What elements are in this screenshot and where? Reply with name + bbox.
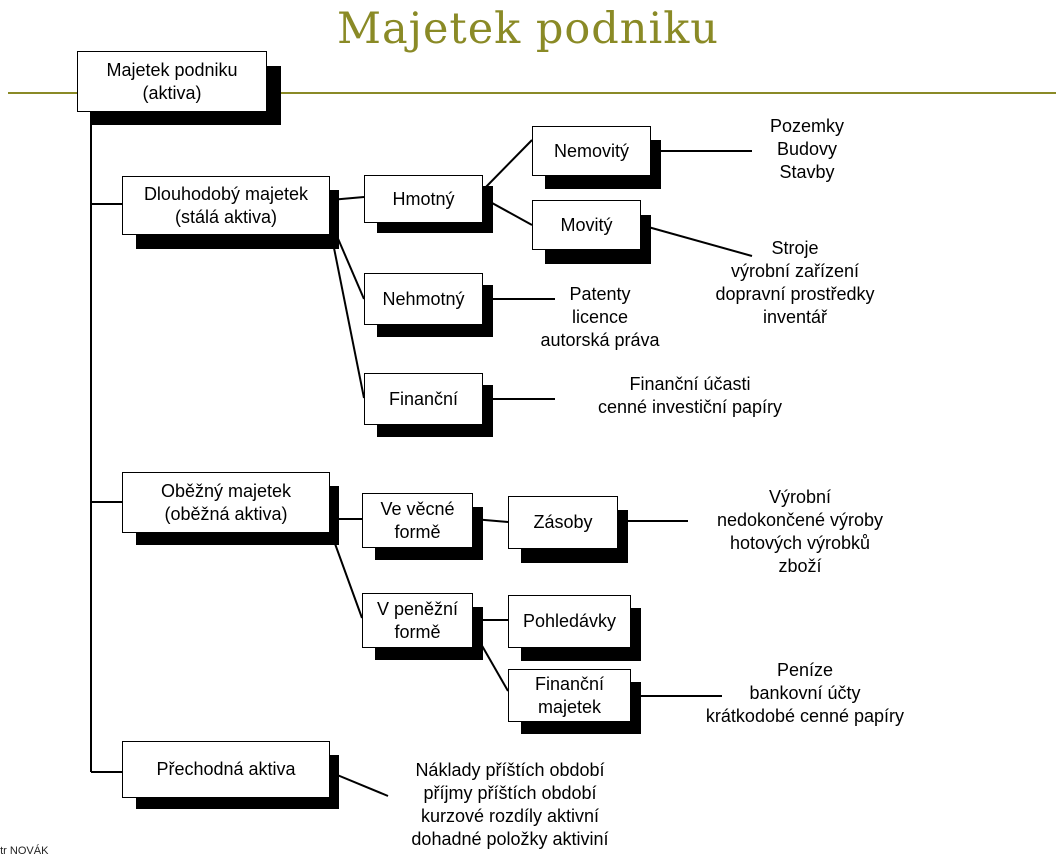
note-movable: Stroje výrobní zařízení dopravní prostře…: [715, 238, 875, 327]
intangible-box: Nehmotný: [364, 273, 483, 325]
note-stocks: Výrobní nedokončené výroby hotových výro…: [716, 487, 884, 576]
financial-box: Finanční: [364, 373, 483, 425]
current-box: Oběžný majetek (oběžná aktiva): [122, 472, 330, 533]
footer-author: etr NOVÁK: [0, 845, 49, 857]
movable-box: Movitý: [532, 200, 641, 250]
monetary-box: V peněžní formě: [362, 593, 473, 648]
title-rule: [8, 92, 1056, 94]
realestate-box: Nemovitý: [532, 126, 651, 176]
link-note-transitional: [329, 771, 389, 797]
tangible-box: Hmotný: [364, 175, 483, 223]
stocks-box: Zásoby: [508, 496, 618, 549]
note-finassets: Peníze bankovní účty krátkodobé cenné pa…: [705, 660, 905, 726]
material-box: Ve věcné formě: [362, 493, 473, 548]
finassets-box: Finanční majetek: [508, 669, 631, 722]
note-intangible: Patenty licence autorská práva: [540, 284, 660, 350]
longterm-box: Dlouhodobý majetek (stálá aktiva): [122, 176, 330, 235]
note-transitional: Náklady příštích období příjmy příštích …: [411, 760, 609, 849]
page-title: Majetek podniku: [336, 4, 720, 54]
root-box: Majetek podniku (aktiva): [77, 51, 267, 112]
link-realestate: [482, 139, 533, 191]
link-note-movable: [640, 224, 753, 257]
note-realestate: Pozemky Budovy Stavby: [769, 116, 845, 182]
transitional-box: Přechodná aktiva: [122, 741, 330, 798]
receivables-box: Pohledávky: [508, 595, 631, 648]
link-financial: [329, 227, 365, 399]
note-financial: Finanční účasti cenné investiční papíry: [597, 374, 783, 417]
